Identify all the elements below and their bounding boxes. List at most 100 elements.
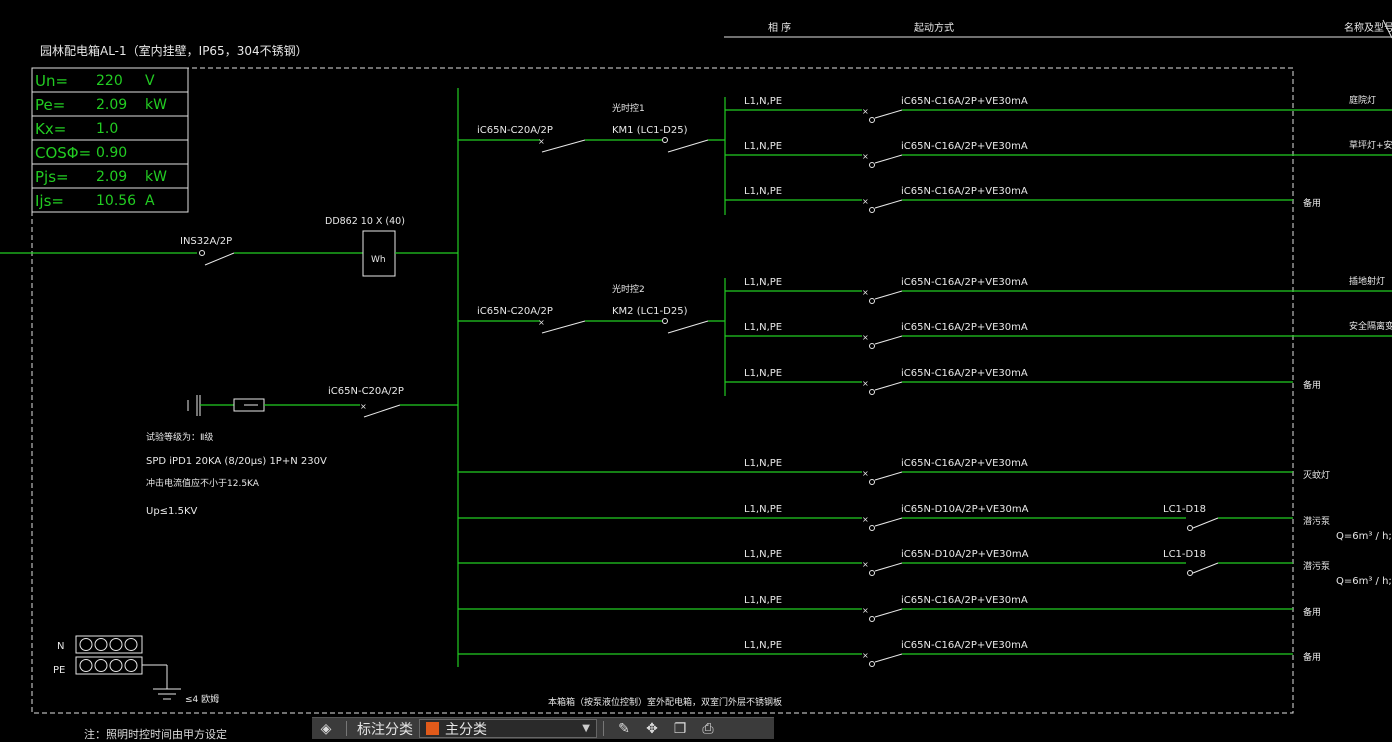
print-icon[interactable]: ⎙ <box>702 720 714 737</box>
pe-terminal-hole <box>94 659 108 672</box>
circuit-breaker-cross: × <box>862 515 869 524</box>
circuit-load-name: 安全隔离变压 <box>1349 320 1392 332</box>
circuit-load-name: 备用 <box>1303 651 1321 663</box>
contactor-label: KM1 (LC1-D25) <box>612 125 688 136</box>
group-breaker-cross: × <box>538 318 545 327</box>
contactor-blade <box>667 139 709 153</box>
circuit-breaker-blade <box>874 199 903 209</box>
circuit-breaker-contact <box>869 525 875 531</box>
annotation-toolbar: ◈ 标注分类 主分类 ▼ ✎ ✥ ❐ ⎙ <box>312 717 774 739</box>
category-color-swatch <box>426 722 439 735</box>
circuit-row: × L1,N,PE iC65N-C16A/2P+VE30mA 安全隔离变压 <box>725 320 1392 349</box>
circuit-breaker-cross: × <box>862 288 869 297</box>
circuit-breaker-blade <box>874 154 903 164</box>
circuit-breaker-blade <box>874 471 903 481</box>
param-unit: A <box>145 193 155 209</box>
spd-breaker-blade <box>363 404 401 418</box>
circuit-contactor-blade <box>1192 517 1219 529</box>
param-value: 10.56 <box>96 193 136 209</box>
circuit-contactor-label: LC1-D18 <box>1163 504 1206 515</box>
param-label: Pjs= <box>35 168 69 186</box>
spd-breaker-label: iC65N-C20A/2P <box>328 386 404 397</box>
pe-terminal-hole <box>79 659 93 672</box>
pe-terminal-label: PE <box>53 665 65 676</box>
n-terminal-hole <box>109 638 123 651</box>
param-label: Un= <box>35 72 68 90</box>
circuit-contactor-contact <box>1187 525 1193 531</box>
circuit-breaker-label: iC65N-C16A/2P+VE30mA <box>901 458 1028 469</box>
category-select[interactable]: 主分类 ▼ <box>419 719 597 738</box>
circuit-load-name: 灭蚊灯 <box>1303 469 1330 481</box>
group-breaker-label: iC65N-C20A/2P <box>477 125 553 136</box>
edit-icon[interactable]: ✎ <box>618 720 630 737</box>
circuit-breaker-cross: × <box>862 606 869 615</box>
circuit-breaker-label: iC65N-C16A/2P+VE30mA <box>901 277 1028 288</box>
circuit-phase: L1,N,PE <box>744 595 782 606</box>
contactor-name: 光时控2 <box>612 283 645 295</box>
contactor-label: KM2 (LC1-D25) <box>612 306 688 317</box>
header-edge-line <box>1382 19 1392 39</box>
header-name-model: 名称及型号 <box>1344 21 1392 34</box>
toolbar-divider <box>346 721 347 736</box>
contactor-name: 光时控1 <box>612 102 645 114</box>
layers-icon[interactable]: ◈ <box>320 720 332 737</box>
circuit-breaker-label: iC65N-C16A/2P+VE30mA <box>901 595 1028 606</box>
panel-title: 园林配电箱AL-1（室内挂壁，IP65，304不锈钢） <box>40 43 308 58</box>
group-breaker-blade <box>541 139 586 153</box>
circuit-breaker-blade <box>874 335 903 345</box>
spd-branch: × iC65N-C20A/2P 试验等级为：Ⅱ级 SPD iPD1 20KA (… <box>146 386 458 517</box>
chevron-down-icon: ▼ <box>582 723 590 734</box>
copy-icon[interactable]: ❐ <box>673 720 687 737</box>
header-phase: 相 序 <box>768 21 791 34</box>
param-value: 1.0 <box>96 121 118 137</box>
circuit-breaker-blade <box>874 517 903 527</box>
meter-box <box>362 230 396 277</box>
main-breaker-blade <box>204 252 235 266</box>
param-label: Pe= <box>35 96 65 114</box>
circuit-phase: L1,N,PE <box>744 96 782 107</box>
circuit-flow-rate: Q=6m³ / h; <box>1336 531 1392 542</box>
circuit-breaker-blade <box>874 109 903 119</box>
circuit-load-name: 插地射灯 <box>1349 275 1385 287</box>
circuit-breaker-contact <box>869 162 875 168</box>
circuit-phase: L1,N,PE <box>744 368 782 379</box>
param-value: 2.09 <box>96 97 127 113</box>
circuit-breaker-contact <box>869 207 875 213</box>
circuit-breaker-blade <box>874 653 903 663</box>
n-terminal-hole <box>79 638 93 651</box>
contactor-contact <box>662 318 668 324</box>
group-breaker-blade <box>541 320 586 334</box>
circuit-breaker-blade <box>874 562 903 572</box>
circuit-breaker-label: iC65N-C16A/2P+VE30mA <box>901 186 1028 197</box>
pe-terminal-hole <box>124 659 138 672</box>
circuit-breaker-cross: × <box>862 333 869 342</box>
circuit-breaker-contact <box>869 298 875 304</box>
circuit-breaker-cross: × <box>862 560 869 569</box>
n-terminal-hole <box>124 638 138 651</box>
ground-resistance: ≤4 欧姆 <box>185 693 219 705</box>
spd-model: SPD iPD1 20KA (8/20μs) 1P+N 230V <box>146 456 327 467</box>
circuit-contactor-label: LC1-D18 <box>1163 549 1206 560</box>
circuit-breaker-label: iC65N-C16A/2P+VE30mA <box>901 368 1028 379</box>
toolbar-label: 标注分类 <box>357 721 413 738</box>
circuit-breaker-blade <box>874 290 903 300</box>
circuit-breaker-contact <box>869 661 875 667</box>
param-unit: kW <box>145 169 167 185</box>
contactor-blade <box>667 320 709 334</box>
move-icon[interactable]: ✥ <box>646 720 658 737</box>
toolbar-divider <box>603 721 604 736</box>
circuit-flow-rate: Q=6m³ / h; <box>1336 576 1392 587</box>
circuit-phase: L1,N,PE <box>744 322 782 333</box>
circuit-breaker-blade <box>874 381 903 391</box>
circuit-breaker-cross: × <box>862 107 869 116</box>
circuit-phase: L1,N,PE <box>744 277 782 288</box>
circuit-breaker-label: iC65N-C16A/2P+VE30mA <box>901 322 1028 333</box>
